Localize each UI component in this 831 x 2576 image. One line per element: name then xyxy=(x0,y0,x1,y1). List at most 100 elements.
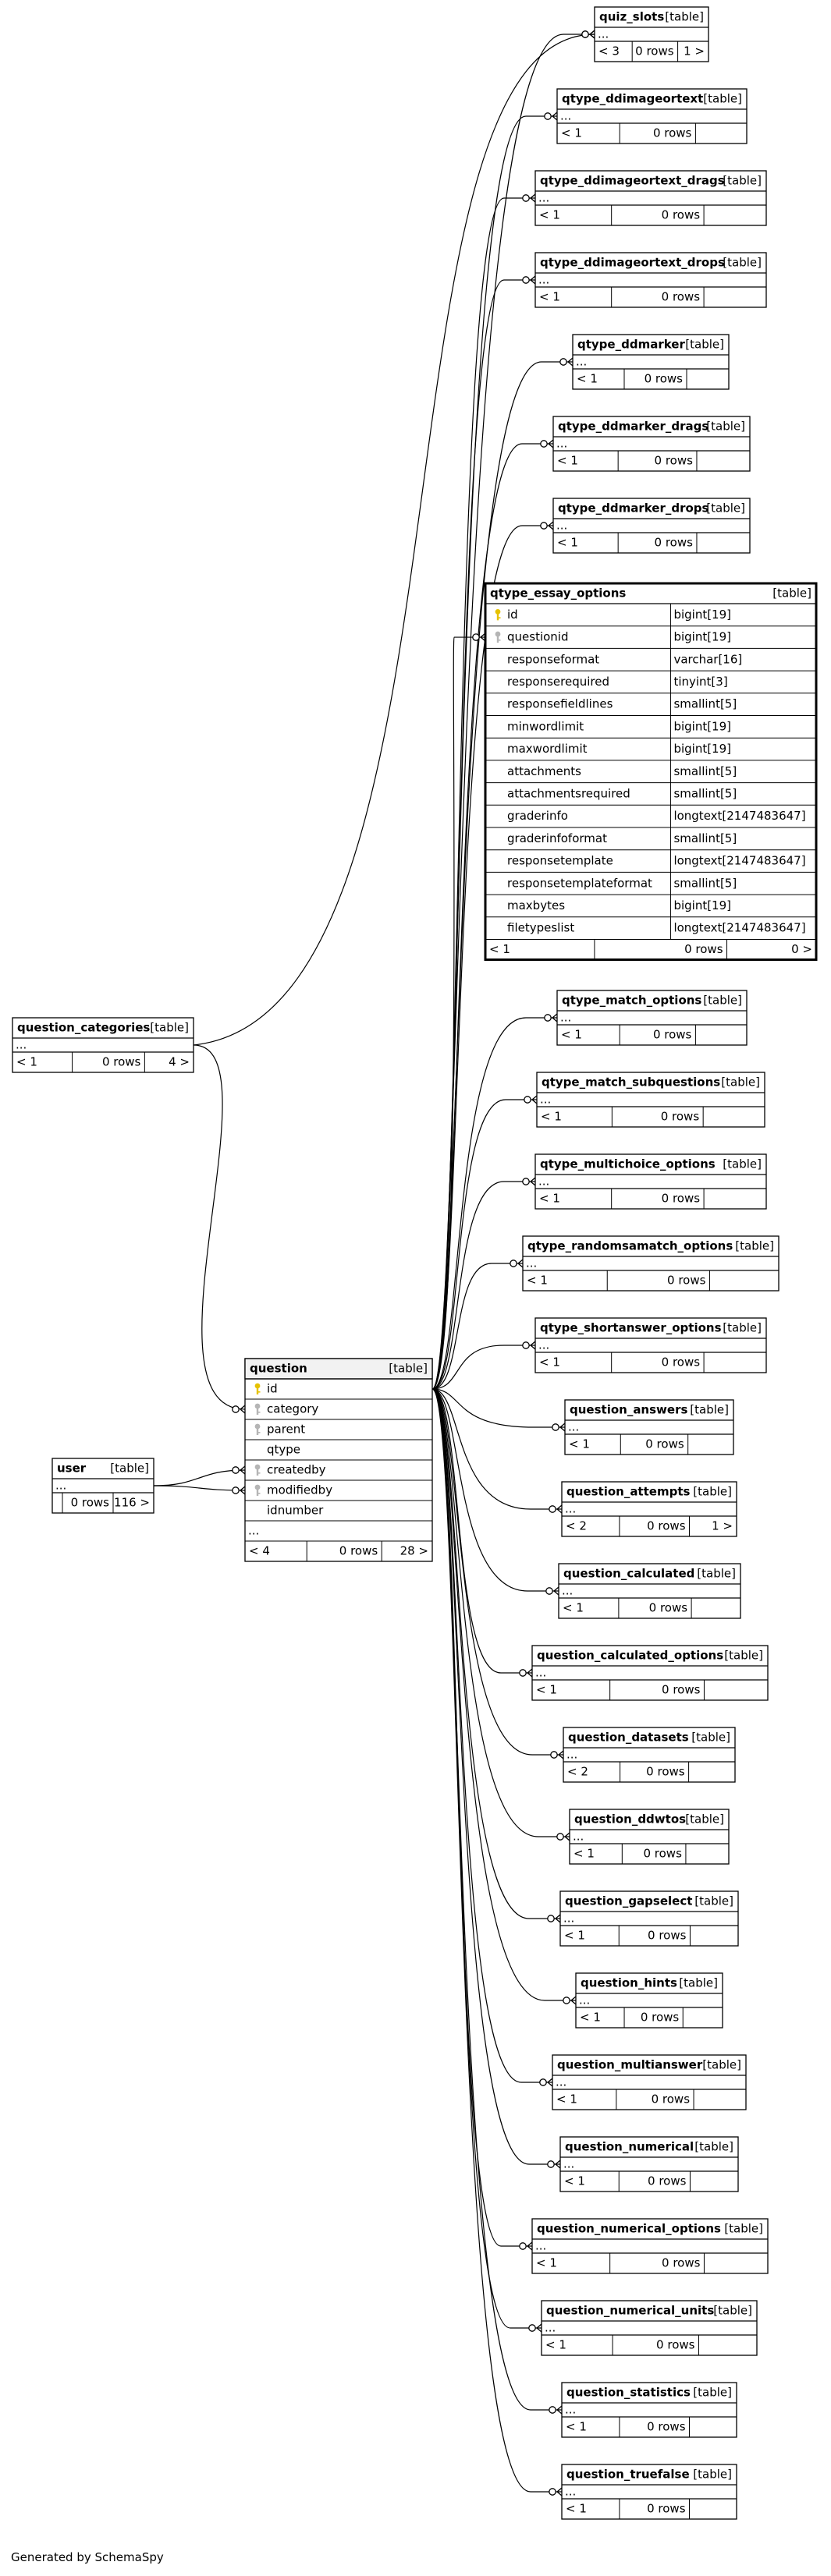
row-count[interactable]: 0 rows xyxy=(662,1683,701,1697)
column-row[interactable]: createdby xyxy=(254,1463,326,1477)
row-count[interactable]: 0 rows xyxy=(71,1496,110,1510)
row-count[interactable]: 0 rows xyxy=(656,2338,695,2352)
row-count[interactable]: 0 rows xyxy=(645,1437,684,1451)
parents-count[interactable]: < 1 xyxy=(541,1110,562,1124)
row-count[interactable]: 0 rows xyxy=(667,1274,706,1288)
parents-count[interactable]: < 1 xyxy=(574,1847,595,1861)
parents-count[interactable]: < 1 xyxy=(561,126,582,140)
children-count[interactable]: 1 > xyxy=(712,1519,733,1533)
parents-count[interactable]: < 1 xyxy=(527,1274,548,1288)
parents-count[interactable]: < 1 xyxy=(557,536,578,550)
children-count[interactable]: 0 > xyxy=(791,942,812,956)
row-count[interactable]: 0 rows xyxy=(648,2174,687,2188)
table-question[interactable]: question[table]idcategoryparentqtypecrea… xyxy=(244,1358,433,1562)
parents-count[interactable]: < 1 xyxy=(539,1355,560,1369)
column-row[interactable]: parent xyxy=(254,1423,306,1437)
row-count[interactable]: 0 rows xyxy=(647,2502,686,2516)
column-row[interactable]: modifiedby xyxy=(254,1483,333,1497)
children-count[interactable]: 116 > xyxy=(114,1496,150,1510)
parents-count[interactable]: < 4 xyxy=(249,1544,270,1558)
parents-count[interactable]: < 3 xyxy=(598,44,620,58)
parents-count[interactable]: < 2 xyxy=(566,1519,587,1533)
parents-count[interactable]: < 1 xyxy=(539,208,560,222)
table-qtype-randomsamatch-options[interactable]: qtype_randomsamatch_options[table]...< 1… xyxy=(522,1235,780,1292)
parents-count[interactable]: < 1 xyxy=(489,942,510,956)
parents-count[interactable]: < 1 xyxy=(561,1028,582,1042)
column-row[interactable]: ... xyxy=(248,1524,259,1538)
children-count[interactable]: 1 > xyxy=(684,44,705,58)
children-count[interactable]: 4 > xyxy=(169,1055,190,1069)
row-count[interactable]: 0 rows xyxy=(655,454,694,468)
parents-count[interactable]: < 1 xyxy=(536,1683,557,1697)
row-count[interactable]: 0 rows xyxy=(647,2420,686,2434)
column-row[interactable]: id xyxy=(254,1382,278,1396)
row-count[interactable]: 0 rows xyxy=(684,942,723,956)
parents-count[interactable]: < 1 xyxy=(16,1055,37,1069)
parents-count[interactable]: < 1 xyxy=(545,2338,566,2352)
row-count[interactable]: 0 rows xyxy=(662,2256,701,2270)
parents-count[interactable]: < 1 xyxy=(557,454,578,468)
row-count[interactable]: 0 rows xyxy=(662,1355,701,1369)
column-row[interactable]: qtype xyxy=(267,1443,300,1457)
row-count[interactable]: 0 rows xyxy=(653,126,692,140)
row-count[interactable]: 0 rows xyxy=(662,1192,701,1206)
parents-count[interactable]: < 1 xyxy=(556,2092,577,2107)
row-count[interactable]: 0 rows xyxy=(643,1847,682,1861)
parents-count[interactable]: < 1 xyxy=(569,1437,590,1451)
parents-count[interactable]: < 1 xyxy=(577,372,598,386)
column-row[interactable]: category xyxy=(254,1402,319,1416)
row-count[interactable]: 0 rows xyxy=(102,1055,141,1069)
parents-count[interactable]: < 1 xyxy=(564,1929,585,1943)
parents-count[interactable]: < 1 xyxy=(566,2502,587,2516)
parents-count[interactable]: < 1 xyxy=(564,2174,585,2188)
row-count[interactable]: 0 rows xyxy=(649,1601,688,1615)
children-count[interactable]: 28 > xyxy=(400,1544,428,1558)
column-row[interactable]: idnumber xyxy=(267,1504,324,1518)
row-count[interactable]: 0 rows xyxy=(653,1028,692,1042)
parents-count[interactable]: < 1 xyxy=(536,2256,557,2270)
row-count[interactable]: 0 rows xyxy=(662,290,701,304)
row-count[interactable]: 0 rows xyxy=(641,2011,680,2025)
row-count[interactable]: 0 rows xyxy=(339,1544,378,1558)
row-count[interactable]: 0 rows xyxy=(648,1929,687,1943)
row-count[interactable]: 0 rows xyxy=(662,208,701,222)
parents-count[interactable]: < 2 xyxy=(567,1765,588,1779)
parents-count[interactable]: < 1 xyxy=(566,2420,587,2434)
row-count[interactable]: 0 rows xyxy=(661,1110,700,1124)
row-count[interactable]: 0 rows xyxy=(646,1765,685,1779)
